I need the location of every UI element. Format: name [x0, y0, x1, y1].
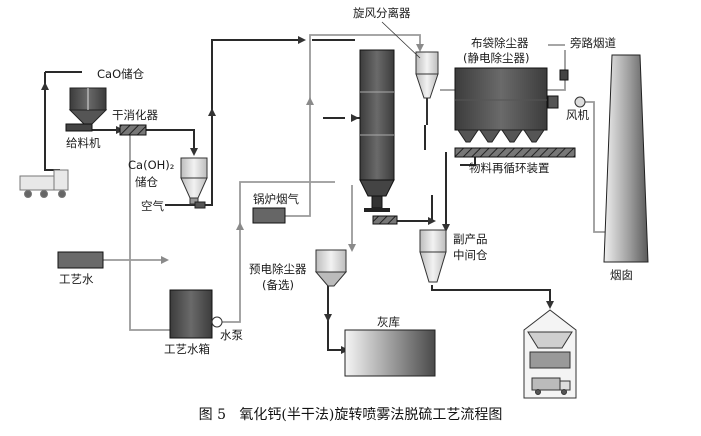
spray-tower-shape [359, 49, 395, 212]
label-fan: 风机 [566, 108, 589, 122]
label-caoh2-silo-1: Ca(OH)₂ [128, 158, 175, 172]
label-ash-storage: 灰库 [377, 315, 400, 329]
label-chimney: 烟囱 [610, 268, 633, 282]
label-recirculation: 物料再循环装置 [469, 161, 550, 175]
damper-icon [559, 69, 569, 81]
byproduct-silo-shape [419, 229, 447, 283]
cyclone-shape [415, 51, 439, 125]
label-water-pump: 水泵 [220, 328, 243, 342]
screw-conveyor [372, 215, 398, 225]
air-valve [194, 201, 206, 209]
figure-number: 图 5 [198, 407, 227, 423]
feeder-shape [65, 123, 93, 132]
label-pre-dust-1: 预电除尘器 [249, 262, 307, 276]
label-cao-silo: CaO储仓 [97, 67, 145, 81]
slaker-shape [119, 124, 147, 136]
label-byproduct-1: 副产品 [453, 232, 488, 246]
cyclone-leader [381, 21, 421, 59]
figure-title: 氧化钙(半干法)旋转喷雾法脱硫工艺流程图 [239, 407, 503, 423]
fan-icon [574, 96, 586, 108]
loading-station-shape [523, 309, 577, 399]
duct-stub [547, 95, 559, 109]
label-slaker: 干消化器 [112, 108, 158, 122]
label-feeder: 给料机 [66, 136, 101, 150]
label-baghouse-2: (静电除尘器) [463, 51, 530, 65]
process-water-box [57, 251, 104, 269]
label-boiler-flue-gas: 锅炉烟气 [253, 192, 299, 206]
label-bypass-flue: 旁路烟道 [570, 36, 616, 50]
figure-caption: 图 5 氧化钙(半干法)旋转喷雾法脱硫工艺流程图 [0, 404, 701, 424]
label-caoh2-silo-2: 储仓 [135, 175, 158, 189]
label-pre-dust-2: (备选) [262, 278, 294, 292]
label-baghouse-1: 布袋除尘器 [471, 36, 529, 50]
water-tank-shape [169, 289, 213, 339]
label-water-tank: 工艺水箱 [164, 342, 210, 356]
baghouse-shape [454, 67, 548, 143]
label-byproduct-2: 中间仓 [453, 248, 488, 262]
label-process-water: 工艺水 [59, 272, 94, 286]
water-pump-icon [211, 316, 223, 328]
pre-dust-collector-shape [314, 249, 348, 287]
chimney-shape [603, 54, 649, 263]
label-air: 空气 [141, 199, 164, 213]
truck-icon [19, 169, 69, 198]
label-cyclone: 旋风分离器 [353, 6, 411, 20]
ash-storage-shape [344, 329, 436, 377]
recirculation-screw [454, 147, 576, 158]
boiler-flue-box [252, 207, 286, 224]
cao-silo-shape [68, 87, 108, 125]
caoh2-silo-shape [180, 157, 208, 205]
